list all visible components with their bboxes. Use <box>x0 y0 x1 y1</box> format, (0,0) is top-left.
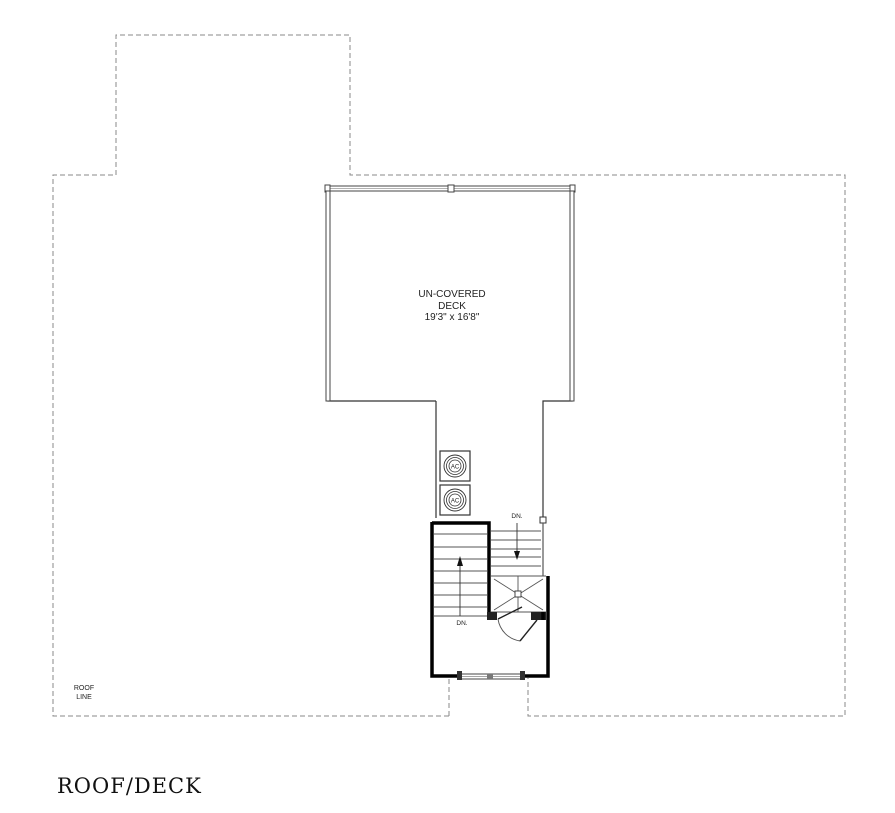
stair-winder-post <box>514 590 522 598</box>
ac-unit-2-label: AC <box>451 499 460 505</box>
interior-door-jamb-right <box>531 612 546 620</box>
interior-door <box>497 606 538 642</box>
left-stair-treads <box>434 533 487 617</box>
plan-caption: ROOF/DECK <box>57 774 202 798</box>
stair-railing-post <box>539 516 547 524</box>
left-stair-label: DN. <box>456 620 467 627</box>
roof-outline <box>52 34 846 717</box>
left-stair-arrow-head <box>457 556 463 566</box>
stair-center-wall <box>432 521 491 612</box>
deck-label-line2: DECK <box>438 301 466 312</box>
ac-unit-1-label: AC <box>451 465 460 471</box>
roof-line-label-line2: LINE <box>76 694 92 701</box>
roof-line-label-line1: ROOF <box>74 685 94 692</box>
ac-unit-2: AC <box>439 484 471 516</box>
right-stair-label: DN. <box>511 513 522 520</box>
exterior-door <box>457 671 525 680</box>
deck-post-center <box>447 184 455 193</box>
interior-door-jamb-left <box>487 612 497 620</box>
deck-label-line1: UN-COVERED <box>418 289 485 300</box>
deck-railing-left <box>325 190 331 402</box>
deck-dimensions: 19'3" x 16'8" <box>425 312 480 323</box>
deck-railing-right <box>569 190 575 402</box>
right-stair-arrow-head <box>514 551 520 560</box>
ac-unit-1: AC <box>439 450 471 482</box>
